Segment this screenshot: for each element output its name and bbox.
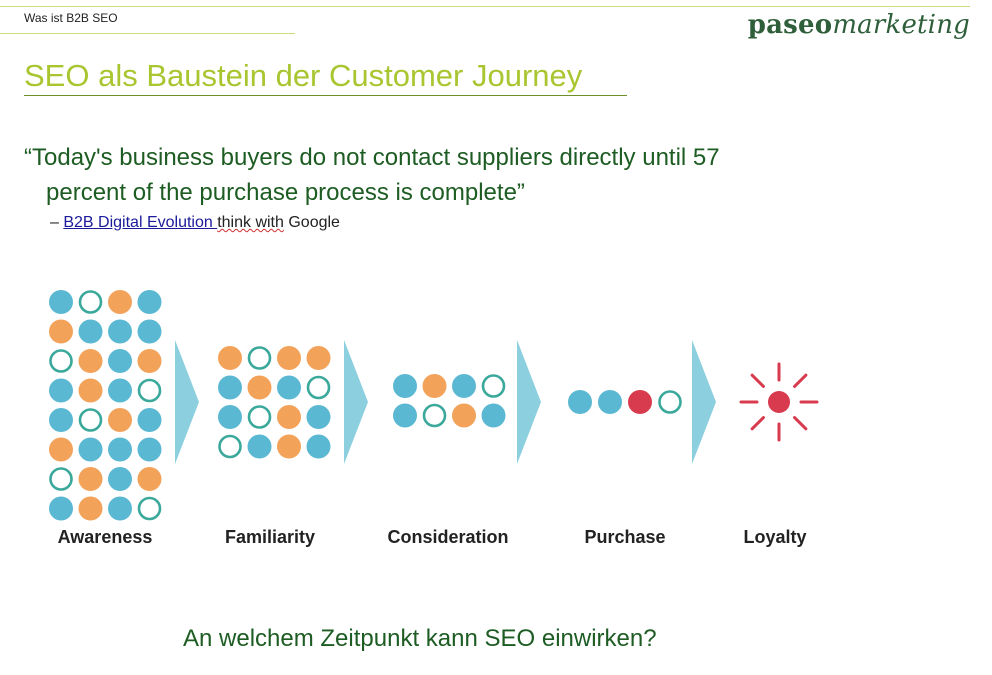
source-dash: –: [50, 214, 64, 231]
paseo-marketing-logo: paseomarketing: [748, 10, 970, 40]
awareness-dot-5-1: [78, 437, 103, 462]
consideration-dot-1-1-ring: [422, 403, 447, 428]
familiarity-dot-2-1-ring: [247, 405, 272, 429]
loyalty-center-dot: [768, 391, 790, 413]
awareness-dot-6-1: [78, 467, 103, 491]
header-underline: [0, 33, 295, 34]
loyalty-ray-5: [750, 373, 765, 388]
consideration-dot-1-2: [452, 403, 476, 428]
familiarity-dot-0-3: [306, 346, 331, 370]
awareness-dot-5-3: [137, 437, 162, 462]
consideration-dot-0-3-ring: [481, 374, 506, 398]
awareness-dot-3-3-ring: [137, 378, 162, 403]
awareness-dot-3-0: [49, 378, 73, 403]
awareness-dot-6-2: [108, 467, 132, 491]
awareness-dot-2-2: [108, 349, 132, 373]
stage-label-awareness: Awareness: [58, 527, 153, 547]
familiarity-dot-1-2: [277, 375, 301, 400]
familiarity-dot-3-3: [306, 434, 331, 459]
consideration-dot-1-0: [393, 403, 417, 428]
familiarity-dot-2-2: [277, 405, 301, 429]
quote-line-2: percent of the purchase process is compl…: [46, 179, 525, 206]
header-label: Was ist B2B SEO: [24, 11, 118, 25]
stage-arrow-1: [344, 340, 368, 464]
top-rule: [0, 6, 970, 7]
familiarity-dot-0-2: [277, 346, 301, 370]
awareness-dot-6-3: [137, 467, 162, 491]
source-link[interactable]: B2B Digital Evolution: [63, 214, 218, 231]
awareness-dot-2-3: [137, 349, 162, 373]
familiarity-dot-0-0: [218, 346, 242, 370]
stage-label-familiarity: Familiarity: [225, 527, 315, 547]
stage-arrow-0: [175, 340, 199, 464]
awareness-dot-4-1-ring: [78, 408, 103, 432]
logo-part-2: marketing: [832, 10, 970, 40]
awareness-dot-7-2: [108, 496, 132, 521]
familiarity-dot-1-3-ring: [306, 375, 331, 400]
awareness-dot-4-0: [49, 408, 73, 432]
consideration-dot-0-1: [422, 374, 447, 398]
awareness-dot-4-3: [137, 408, 162, 432]
awareness-dot-0-3: [137, 290, 162, 314]
awareness-dot-0-1-ring: [78, 290, 103, 314]
awareness-dot-3-1: [78, 378, 103, 403]
stage-label-loyalty: Loyalty: [743, 527, 806, 547]
awareness-dot-1-1: [78, 319, 103, 344]
stage-arrow-3: [692, 340, 716, 464]
familiarity-dot-0-1-ring: [247, 346, 272, 370]
stage-label-consideration: Consideration: [387, 527, 508, 547]
awareness-dot-2-0-ring: [49, 349, 73, 373]
awareness-dot-7-0: [49, 496, 73, 521]
purchase-dot-0: [568, 390, 592, 414]
awareness-dot-6-0-ring: [49, 467, 73, 491]
familiarity-dot-2-3: [306, 405, 331, 429]
purchase-dot-3-ring: [658, 390, 682, 414]
loyalty-ray-7: [793, 373, 808, 388]
customer-journey-diagram: Awareness Familiarity Consideration Purc…: [49, 290, 819, 547]
awareness-dot-5-2: [108, 437, 132, 462]
quote-line-1: “Today's business buyers do not contact …: [24, 144, 720, 171]
source-google: Google: [283, 214, 340, 231]
consideration-dot-0-2: [452, 374, 476, 398]
logo-part-1: paseo: [747, 10, 833, 40]
source-think-with: think with: [217, 214, 284, 231]
stage-arrow-2: [517, 340, 541, 464]
loyalty-ray-1: [793, 416, 808, 431]
familiarity-dot-3-1: [247, 434, 272, 459]
awareness-dot-0-2: [108, 290, 132, 314]
title-underline: [24, 95, 627, 96]
loyalty-sunburst-icon: [739, 362, 819, 442]
awareness-dot-2-1: [78, 349, 103, 373]
awareness-dot-4-2: [108, 408, 132, 432]
awareness-dot-0-0: [49, 290, 73, 314]
awareness-dot-7-1: [78, 496, 103, 521]
stage-dots-group: [49, 290, 682, 521]
quote-source: – B2B Digital Evolution think with Googl…: [50, 214, 340, 232]
stage-arrows-group: [175, 340, 716, 464]
familiarity-dot-1-0: [218, 375, 242, 400]
awareness-dot-1-2: [108, 319, 132, 344]
slide-title: SEO als Baustein der Customer Journey: [24, 58, 583, 93]
loyalty-ray-3: [750, 416, 765, 431]
awareness-dot-7-3-ring: [137, 496, 162, 521]
familiarity-dot-3-0-ring: [218, 434, 242, 459]
awareness-dot-3-2: [108, 378, 132, 403]
closing-question: An welchem Zeitpunkt kann SEO einwirken?: [183, 625, 657, 652]
awareness-dot-5-0: [49, 437, 73, 462]
familiarity-dot-2-0: [218, 405, 242, 429]
stage-label-purchase: Purchase: [584, 527, 665, 547]
awareness-dot-1-0: [49, 319, 73, 344]
purchase-dot-1: [598, 390, 622, 414]
purchase-dot-2: [628, 390, 652, 414]
familiarity-dot-1-1: [247, 375, 272, 400]
consideration-dot-1-3: [481, 403, 506, 428]
awareness-dot-1-3: [137, 319, 162, 344]
consideration-dot-0-0: [393, 374, 417, 398]
familiarity-dot-3-2: [277, 434, 301, 459]
